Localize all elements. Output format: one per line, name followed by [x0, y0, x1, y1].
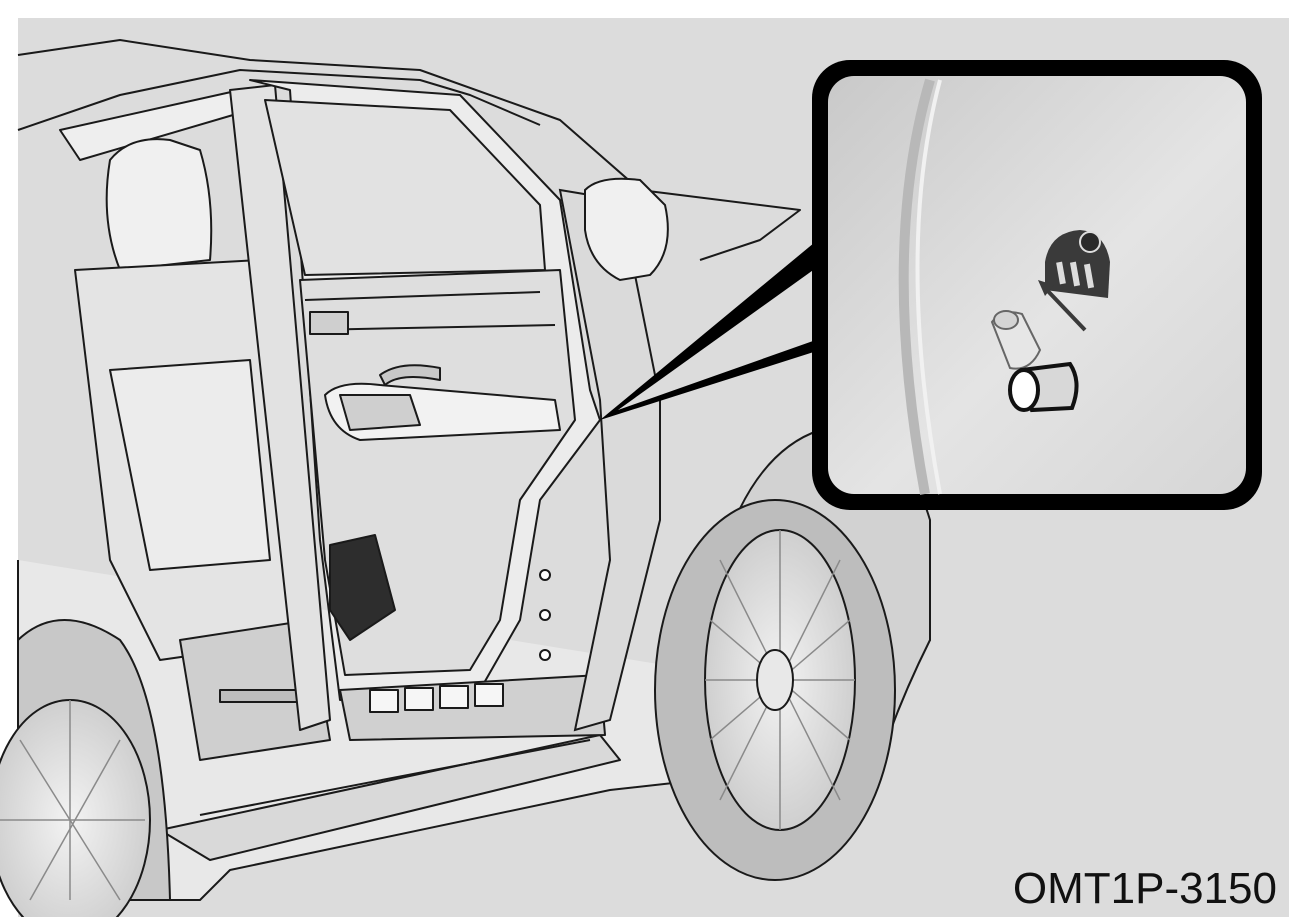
- figure-code: OMT1P-3150: [1013, 867, 1277, 911]
- tire-valve-icon: [1010, 364, 1077, 410]
- callout-box: [812, 60, 1262, 510]
